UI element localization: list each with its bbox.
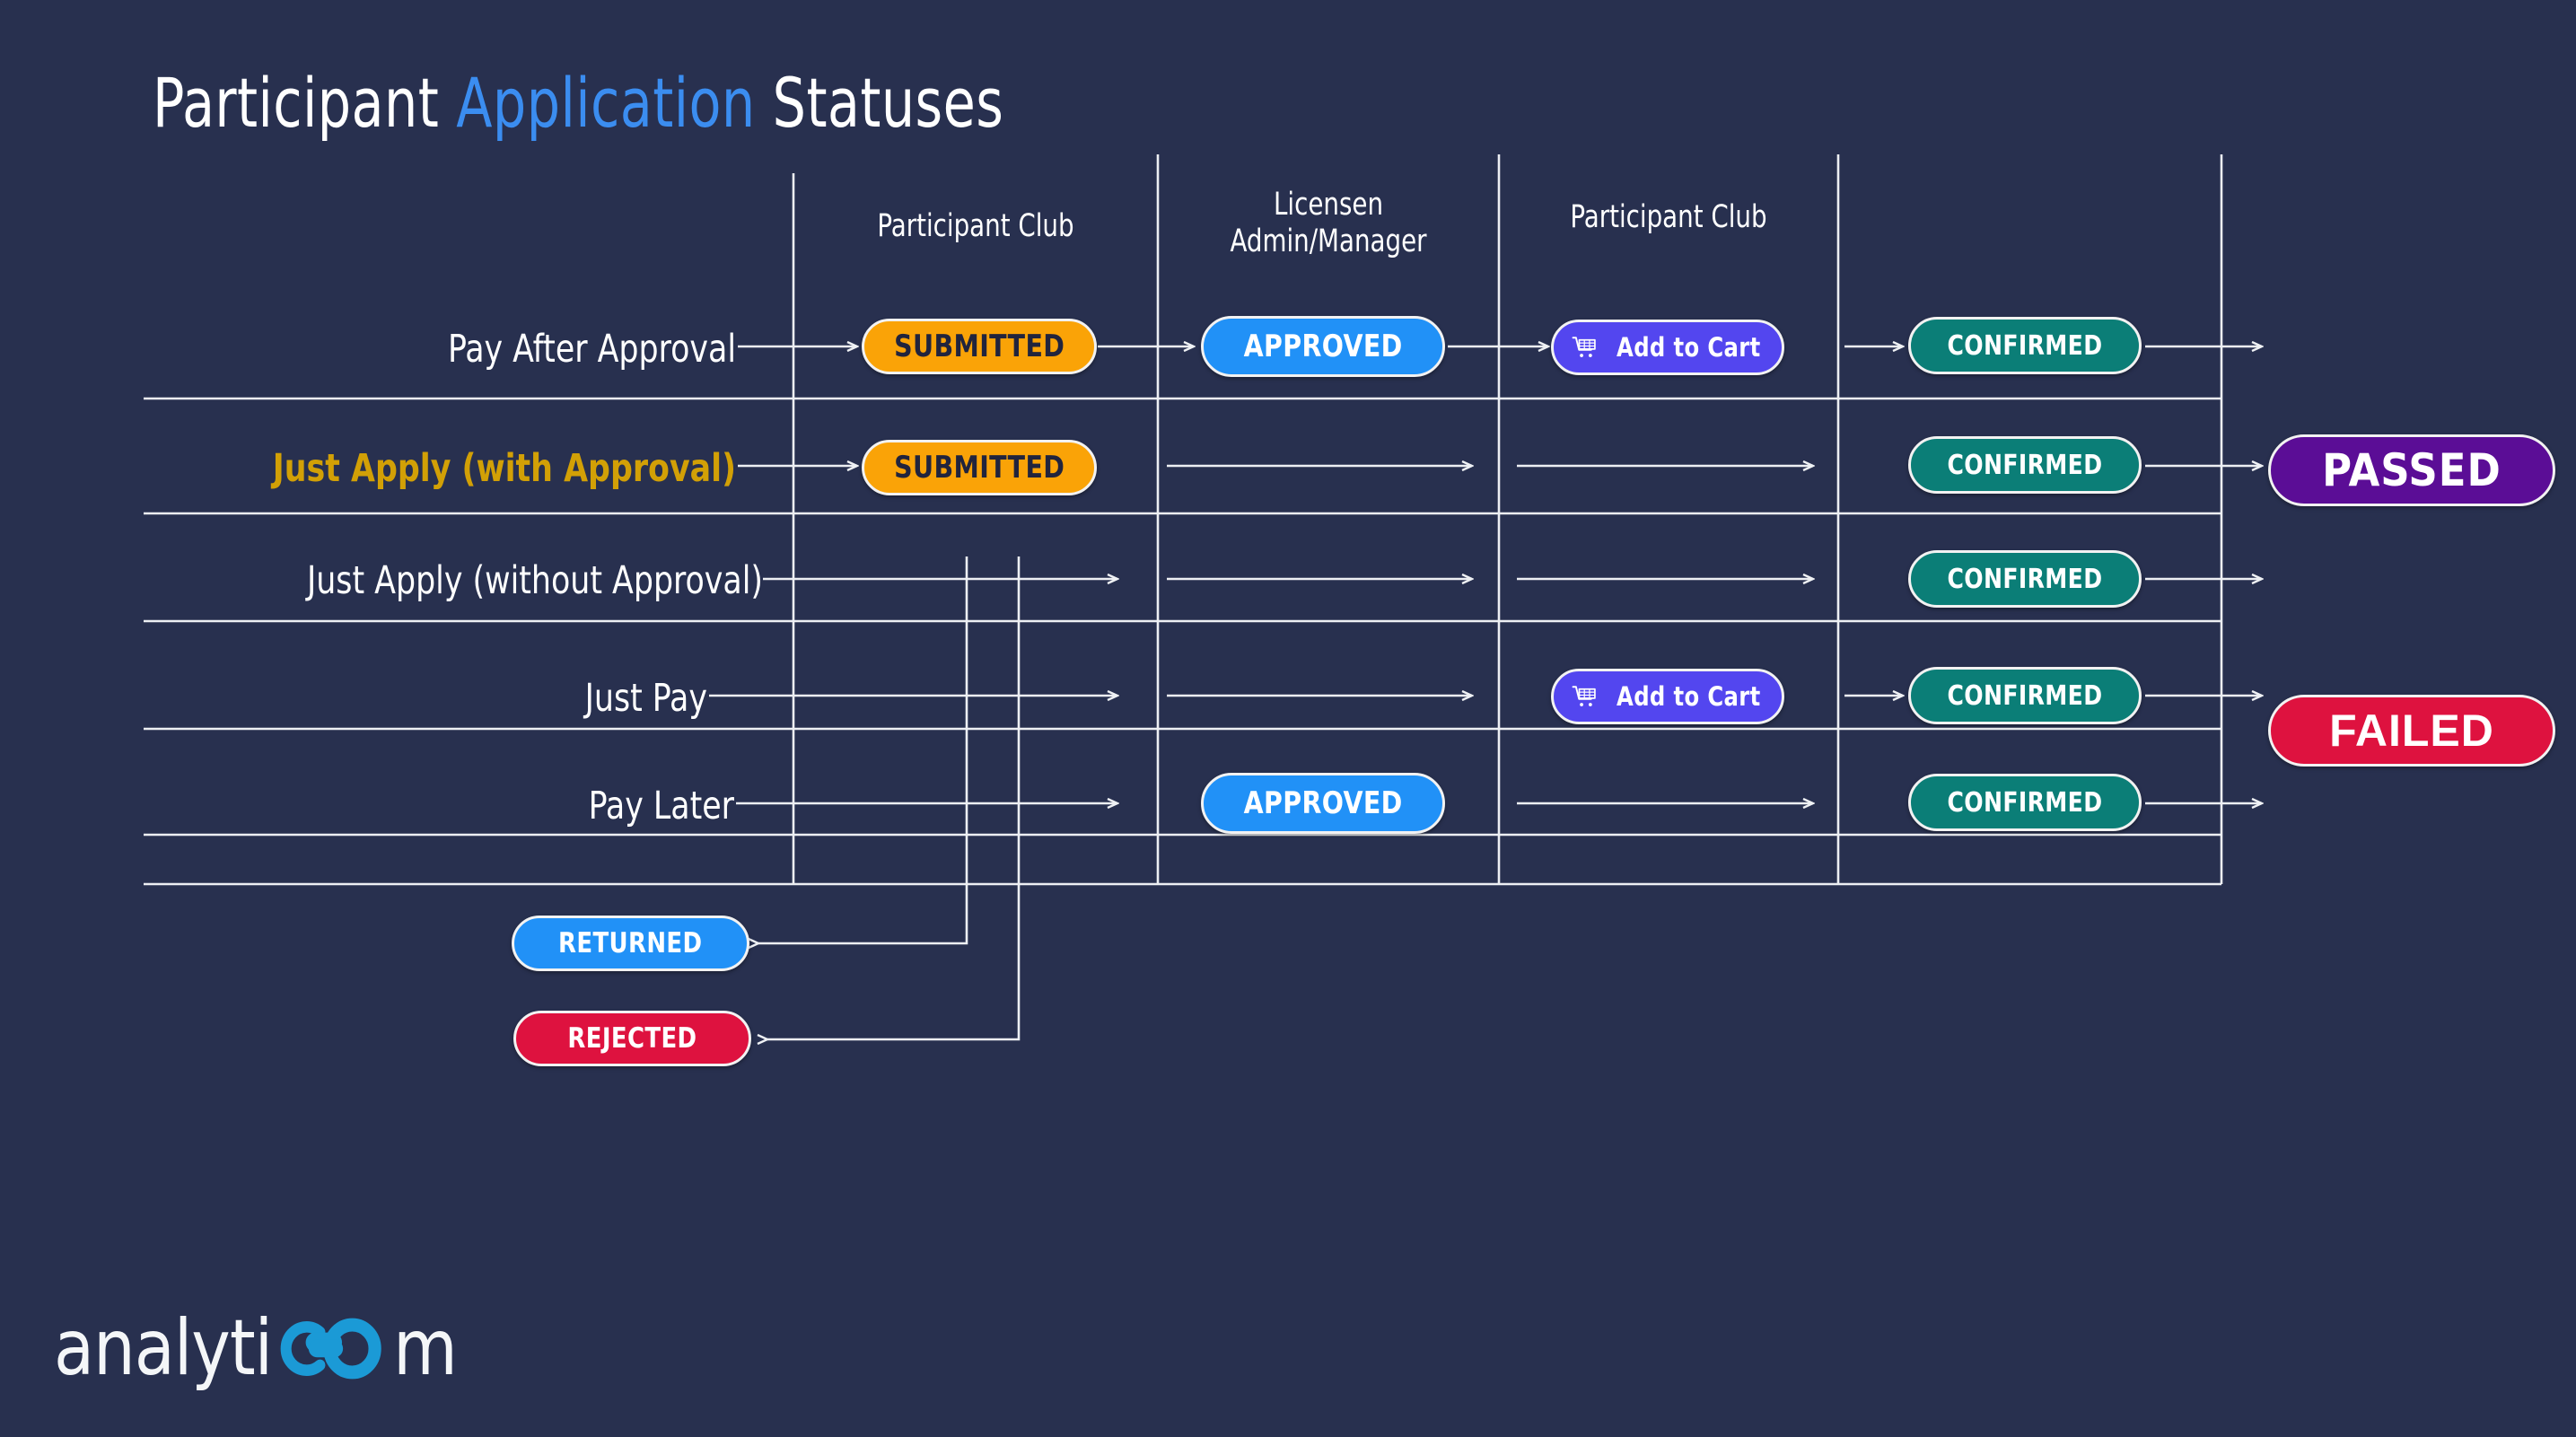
- status-label: Add to Cart: [1616, 681, 1761, 712]
- logo-c-o-mark-icon: [274, 1311, 391, 1386]
- page-title-accent: Application: [456, 63, 756, 143]
- page-title: Participant Application Statuses: [153, 63, 1003, 143]
- column-header-licensen-admin-manager: Licensen Admin/Manager: [1230, 187, 1427, 260]
- status-pill-returned[interactable]: RETURNED: [512, 916, 749, 971]
- status-label: REJECTED: [567, 1022, 697, 1055]
- status-pill-confirmed-row4[interactable]: CONFIRMED: [1908, 667, 2142, 724]
- status-label: APPROVED: [1243, 785, 1403, 821]
- status-label: Add to Cart: [1616, 332, 1761, 363]
- outcome-label: FAILED: [2329, 705, 2494, 756]
- status-label: CONFIRMED: [1947, 449, 2103, 481]
- outcome-badge-passed[interactable]: PASSED: [2268, 434, 2555, 506]
- row-label-just-pay: Just Pay: [584, 676, 707, 721]
- shopping-cart-icon: [1570, 683, 1600, 710]
- status-label: CONFIRMED: [1947, 679, 2103, 712]
- status-label: CONFIRMED: [1947, 329, 2103, 362]
- row-label-just-apply-with-approval: Just Apply (with Approval): [272, 446, 737, 491]
- status-pill-confirmed-row1[interactable]: CONFIRMED: [1908, 317, 2142, 374]
- status-pill-approved-row5[interactable]: APPROVED: [1201, 773, 1445, 834]
- status-label: CONFIRMED: [1947, 786, 2103, 819]
- page-title-before: Participant: [153, 63, 457, 143]
- outcome-badge-failed[interactable]: FAILED: [2268, 695, 2555, 767]
- status-pill-rejected[interactable]: REJECTED: [513, 1011, 751, 1066]
- shopping-cart-icon: [1570, 334, 1600, 361]
- status-pill-add-to-cart-row1[interactable]: Add to Cart: [1551, 320, 1784, 375]
- row-label-just-apply-without-approval: Just Apply (without Approval): [306, 558, 763, 603]
- logo-text-part2: m: [393, 1303, 458, 1393]
- status-pill-confirmed-row3[interactable]: CONFIRMED: [1908, 550, 2142, 608]
- status-label: SUBMITTED: [893, 329, 1065, 364]
- status-pill-submitted-row2[interactable]: SUBMITTED: [862, 440, 1097, 495]
- status-pill-confirmed-row5[interactable]: CONFIRMED: [1908, 774, 2142, 831]
- page-title-after: Statuses: [755, 63, 1004, 143]
- status-label: APPROVED: [1243, 329, 1403, 364]
- status-label: SUBMITTED: [893, 450, 1065, 486]
- logo-text-part1: analyti: [54, 1303, 273, 1393]
- row-label-pay-later: Pay Later: [588, 784, 734, 828]
- analyticom-logo: analyti m: [54, 1303, 458, 1393]
- status-pill-approved-row1[interactable]: APPROVED: [1201, 316, 1445, 377]
- row-label-pay-after-approval: Pay After Approval: [447, 327, 736, 372]
- status-pill-submitted-row1[interactable]: SUBMITTED: [862, 319, 1097, 374]
- status-label: CONFIRMED: [1947, 563, 2103, 595]
- status-label: RETURNED: [558, 927, 703, 959]
- status-pill-confirmed-row2[interactable]: CONFIRMED: [1908, 436, 2142, 494]
- outcome-label: PASSED: [2322, 444, 2502, 496]
- status-pill-add-to-cart-row4[interactable]: Add to Cart: [1551, 669, 1784, 724]
- column-header-participant-club-1: Participant Club: [877, 208, 1074, 244]
- column-header-participant-club-2: Participant Club: [1570, 199, 1767, 235]
